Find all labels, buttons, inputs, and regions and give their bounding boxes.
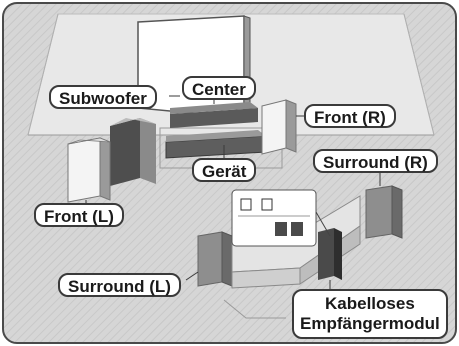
label-surround-left: Surround (L)	[58, 273, 181, 297]
center-speaker	[170, 102, 258, 128]
connector-inset	[231, 189, 331, 247]
main-unit-zone	[159, 127, 283, 169]
rear-zone	[223, 299, 286, 319]
surround-left-speaker	[197, 231, 233, 287]
label-surround-right: Surround (R)	[313, 149, 438, 173]
subwoofer-speaker	[110, 118, 156, 186]
label-center: Center	[182, 76, 256, 100]
front-left-speaker	[67, 137, 111, 203]
wireless-receiver	[318, 228, 342, 280]
label-subwoofer: Subwoofer	[49, 85, 157, 109]
label-wireless-receiver: Kabelloses Empfängermodul	[292, 289, 448, 339]
label-front-right: Front (R)	[304, 104, 396, 128]
label-geraet: Gerät	[192, 158, 257, 182]
leader-lines	[85, 95, 381, 290]
label-wireless-receiver-line1: Kabelloses	[325, 294, 415, 313]
front-right-speaker	[261, 99, 297, 155]
label-front-left: Front (L)	[34, 203, 124, 227]
surround-right-speaker	[365, 185, 403, 239]
label-wireless-receiver-line2: Empfängermodul	[300, 314, 440, 333]
